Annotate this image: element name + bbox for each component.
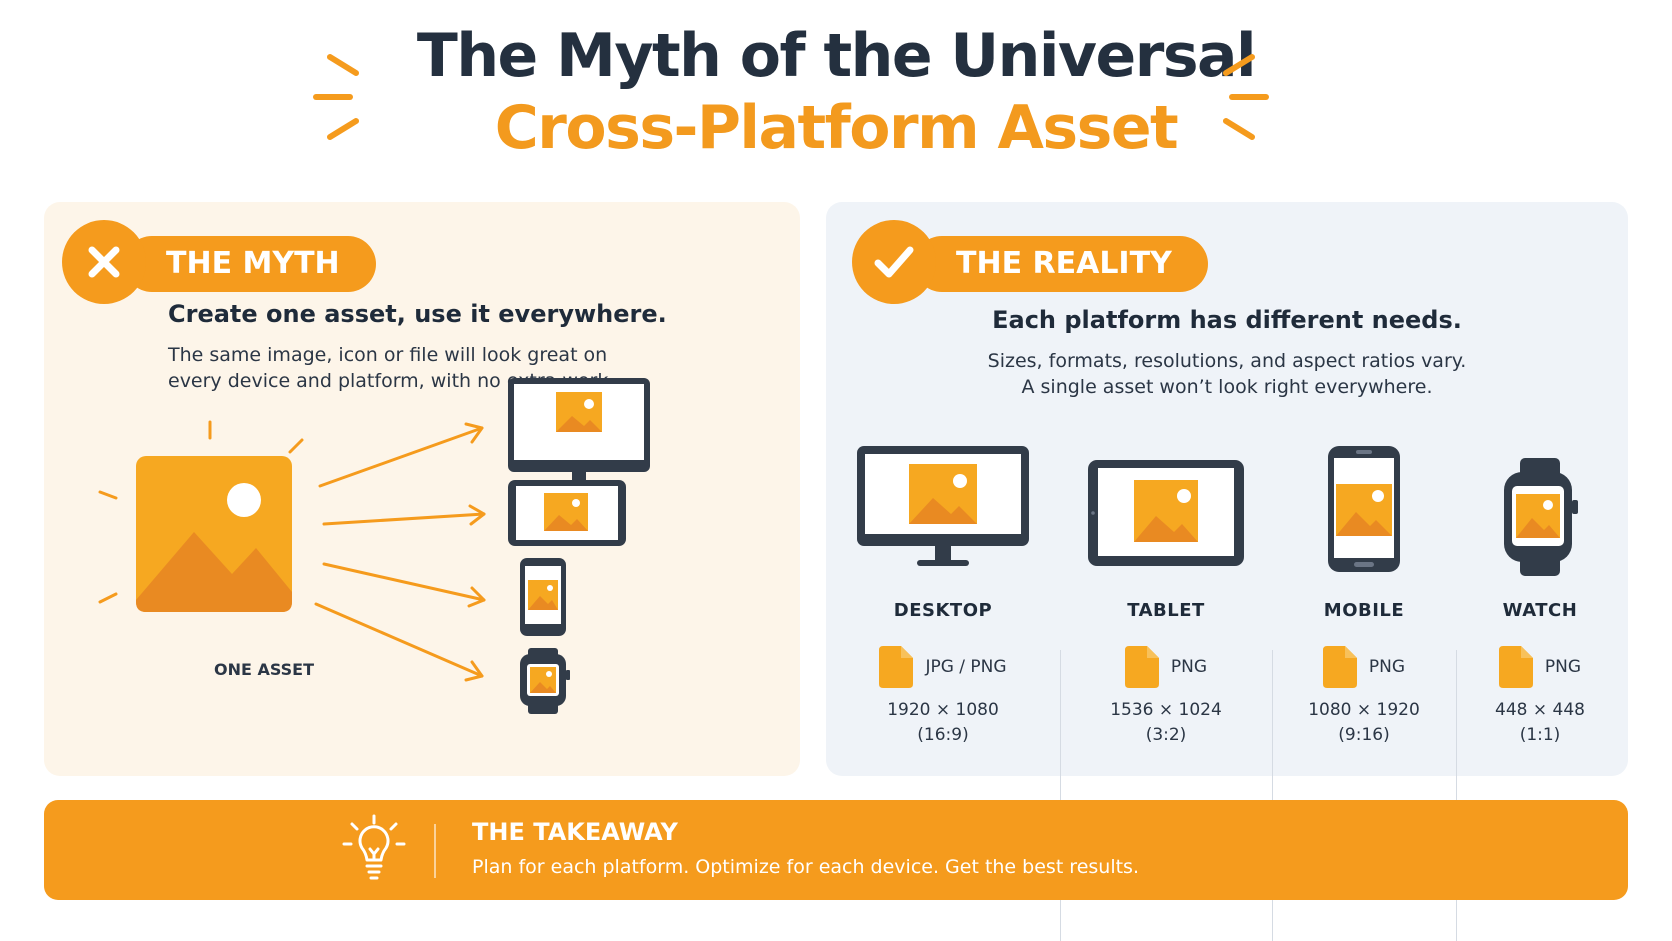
platform-name: DESKTOP — [893, 600, 993, 621]
reality-badge-label: THE REALITY — [914, 236, 1208, 292]
reality-description-line-1: Sizes, formats, resolutions, and aspect … — [987, 350, 1467, 372]
one-asset-image-icon — [136, 456, 292, 612]
resolution: 448 × 448 — [1495, 700, 1585, 720]
platform-name: MOBILE — [1323, 600, 1405, 621]
aspect-ratio: (1:1) — [1519, 725, 1561, 745]
takeaway-banner: THE TAKEAWAY Plan for each platform. Opt… — [44, 800, 1628, 900]
check-icon — [852, 220, 936, 304]
dimensions: 448 × 448 (1:1) — [1440, 698, 1640, 748]
tablet-device-icon — [508, 480, 626, 546]
watch-device-icon — [520, 648, 570, 714]
file-format: JPG / PNG — [925, 657, 1007, 677]
desktop-icon — [857, 446, 1029, 566]
reality-description: Sizes, formats, resolutions, and aspect … — [826, 348, 1628, 400]
file-format: PNG — [1544, 657, 1582, 677]
file-icon — [879, 646, 914, 688]
title-line-1: The Myth of the Universal — [416, 21, 1257, 91]
myth-badge-label: THE MYTH — [124, 236, 376, 292]
left-burst-icon — [313, 54, 359, 140]
resolution: 1536 × 1024 — [1110, 700, 1222, 720]
reality-panel: THE REALITY Each platform has different … — [826, 202, 1628, 941]
myth-diagram — [98, 378, 650, 714]
dimensions: 1536 × 1024 (3:2) — [1066, 698, 1266, 748]
aspect-ratio: (3:2) — [1145, 725, 1187, 745]
dimensions: 1920 × 1080 (16:9) — [843, 698, 1043, 748]
file-icon — [1322, 646, 1357, 688]
dimensions: 1080 × 1920 (9:16) — [1264, 698, 1464, 748]
takeaway-title: THE TAKEAWAY — [472, 818, 678, 846]
x-icon — [62, 220, 146, 304]
watch-icon — [1504, 458, 1578, 576]
takeaway-text: Plan for each platform. Optimize for eac… — [472, 856, 1139, 878]
file-format-row: PNG — [1066, 646, 1266, 688]
aspect-ratio: (16:9) — [917, 725, 969, 745]
page-title: The Myth of the Universal Cross-Platform… — [0, 20, 1672, 164]
tablet-icon — [1088, 460, 1244, 566]
file-format-row: JPG / PNG — [843, 646, 1043, 688]
mobile-icon — [1328, 446, 1400, 572]
right-burst-icon — [1223, 54, 1269, 140]
reality-description-line-2: A single asset won’t look right everywhe… — [1021, 376, 1433, 398]
file-format-row: PNG — [1440, 646, 1640, 688]
sparkle-icon — [98, 420, 304, 604]
takeaway-divider — [434, 824, 436, 878]
aspect-ratio: (9:16) — [1338, 725, 1390, 745]
one-asset-label: ONE ASSET — [213, 660, 315, 679]
arrow-icons — [314, 422, 486, 682]
resolution: 1920 × 1080 — [887, 700, 999, 720]
column-divider — [1060, 650, 1061, 941]
myth-heading: Create one asset, use it everywhere. — [168, 300, 667, 328]
file-format: PNG — [1170, 657, 1208, 677]
myth-panel: THE MYTH Create one asset, use it everyw… — [44, 202, 800, 776]
mobile-device-icon — [520, 558, 566, 636]
title-line-2: Cross-Platform Asset — [494, 93, 1179, 163]
column-divider — [1272, 650, 1273, 941]
file-format: PNG — [1368, 657, 1406, 677]
resolution: 1080 × 1920 — [1308, 700, 1420, 720]
file-icon — [1498, 646, 1533, 688]
file-format-row: PNG — [1264, 646, 1464, 688]
platform-name: TABLET — [1127, 600, 1205, 621]
myth-description: The same image, icon or file will look g… — [168, 344, 615, 392]
reality-heading: Each platform has different needs. — [992, 306, 1462, 334]
file-icon — [1124, 646, 1159, 688]
desktop-device-icon — [508, 378, 650, 491]
platform-name: WATCH — [1502, 600, 1578, 621]
lightbulb-icon — [342, 814, 406, 880]
column-divider — [1456, 650, 1457, 941]
